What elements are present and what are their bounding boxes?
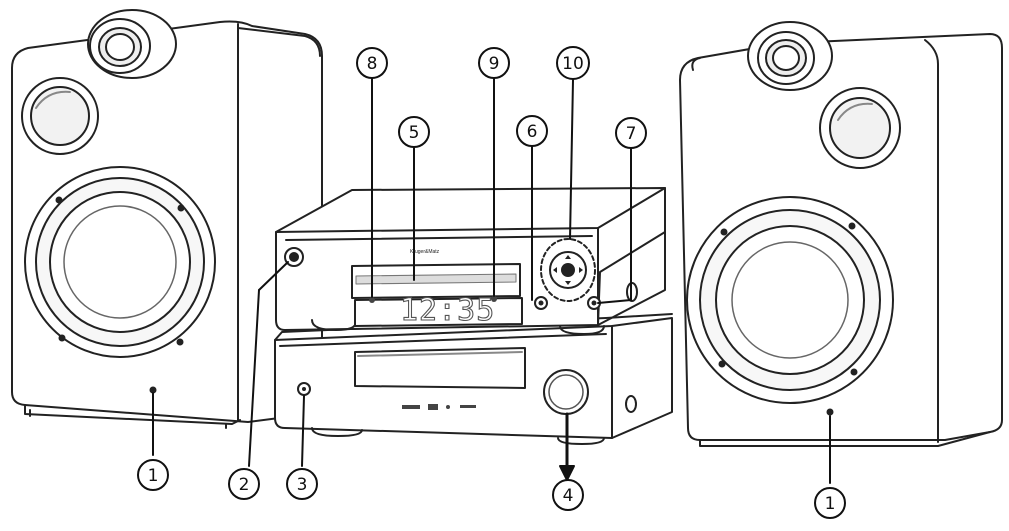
callout-label-9: 9 <box>489 54 500 74</box>
right-speaker <box>679 21 1003 447</box>
callout-label-7: 7 <box>626 124 637 144</box>
callout-circle-5 <box>398 116 430 148</box>
callout-label-8: 8 <box>367 54 378 74</box>
leader-lines <box>152 77 831 484</box>
callout-circle-1-left <box>137 459 169 491</box>
display-panel <box>354 297 523 327</box>
ir-sensor <box>369 297 375 303</box>
callout-circle-6 <box>516 115 548 147</box>
amplifier-unit <box>274 313 673 445</box>
tuner-unit <box>275 187 666 335</box>
callout-circle-4 <box>552 479 584 511</box>
callout-circle-7 <box>615 117 647 149</box>
brand-label: Kruger&Matz <box>410 249 440 255</box>
callout-label-5: 5 <box>409 123 420 143</box>
callout-circles <box>137 46 846 519</box>
callout-label-10: 10 <box>562 54 584 74</box>
standby-indicator <box>491 296 497 302</box>
callout-circle-2 <box>228 468 260 500</box>
callout-circle-8 <box>356 47 388 79</box>
callout-label-1-left: 1 <box>148 466 159 486</box>
callout-label-1-right: 1 <box>825 494 836 514</box>
left-speaker-led <box>149 386 157 394</box>
display-clock: 12:35 <box>400 293 495 328</box>
left-speaker <box>11 9 323 429</box>
callout-circle-10 <box>556 46 590 80</box>
callout-label-3: 3 <box>297 475 308 495</box>
callout-circle-1-right <box>814 487 846 519</box>
callout-circle-3 <box>286 468 318 500</box>
callout-label-2: 2 <box>239 475 250 495</box>
callout-circle-9 <box>478 47 510 79</box>
right-speaker-led <box>826 408 834 416</box>
callout-label-6: 6 <box>527 122 538 142</box>
callout-label-4: 4 <box>563 486 574 506</box>
